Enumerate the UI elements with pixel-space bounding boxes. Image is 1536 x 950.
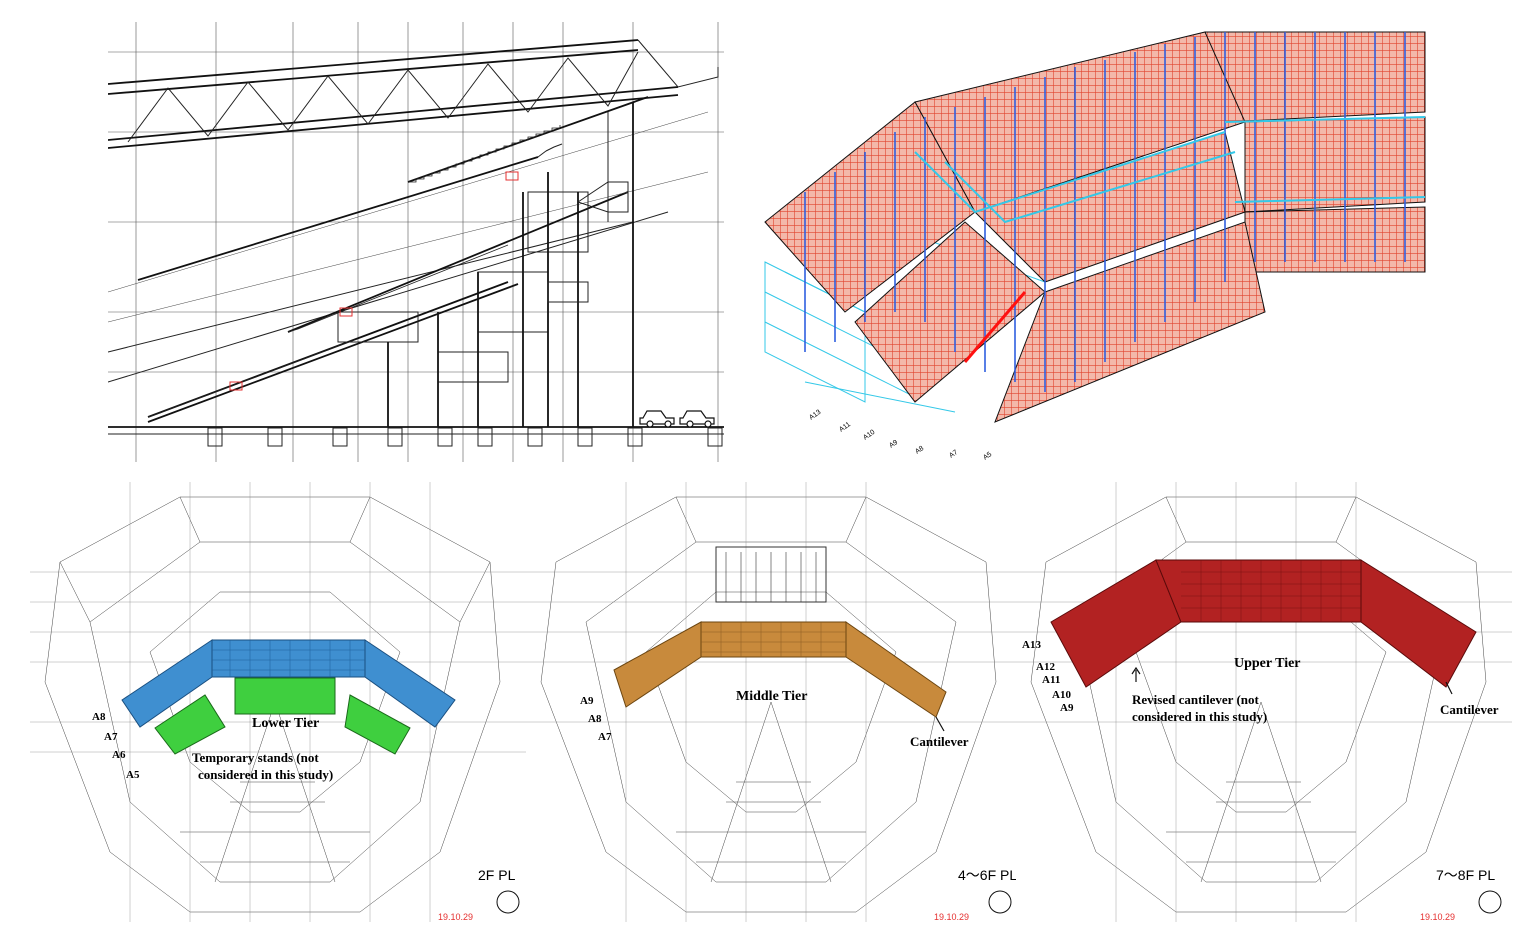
axis-label-a8: A8 xyxy=(92,711,106,723)
plan-note-line2: considered in this study) xyxy=(198,767,333,782)
section-grid xyxy=(108,22,724,462)
foundations xyxy=(207,427,723,447)
plan-note-line1: Temporary stands (not xyxy=(192,750,319,765)
plan-corner-title: 2F PL xyxy=(478,867,516,883)
lower-tier-hatch xyxy=(212,640,365,677)
middle-tier-region xyxy=(613,621,947,718)
plan-date: 19.10.29 xyxy=(1420,912,1455,922)
plan-2f: Lower Tier Temporary stands (not conside… xyxy=(30,482,526,922)
north-arrow-icon xyxy=(988,890,1012,914)
plan-corner-title: 4～6F PL xyxy=(958,867,1016,883)
section-drawing xyxy=(108,22,724,462)
revised-arrow-icon xyxy=(1131,666,1141,682)
cantilever-arrow-icon xyxy=(1445,681,1453,695)
fem-axis-label-2: A10 xyxy=(862,429,876,442)
tier-label: Upper Tier xyxy=(1234,656,1301,671)
plan-7-8f-svg: Upper Tier Revised cantilever (not consi… xyxy=(1016,482,1512,922)
fem-axis-label-1: A11 xyxy=(838,421,852,434)
axis-label-a12: A12 xyxy=(1036,661,1055,673)
section-red-markers xyxy=(229,171,519,391)
cantilever-label: Cantilever xyxy=(1440,702,1499,717)
fem-axis-label-6: A5 xyxy=(982,451,993,462)
section-drawing-svg xyxy=(108,22,724,462)
cantilever-arrow-icon xyxy=(935,716,945,732)
fem-lower-shell-2 xyxy=(994,221,1266,423)
revised-note-line1: Revised cantilever (not xyxy=(1132,692,1260,707)
plan-gridlines xyxy=(1016,482,1512,922)
temporary-stands-region xyxy=(154,677,411,755)
plan-date: 19.10.29 xyxy=(934,912,969,922)
plan-4-6f: Middle Tier Cantilever A9 A8 A7 4～6F PL … xyxy=(526,482,1016,922)
building-structure xyxy=(108,102,724,435)
plan-corner-title: 7～8F PL xyxy=(1436,867,1495,883)
plan-4-6f-svg: Middle Tier Cantilever A9 A8 A7 4～6F PL … xyxy=(526,482,1016,922)
north-arrow-icon xyxy=(496,890,520,914)
plan-outline xyxy=(540,496,997,913)
axis-label-a11: A11 xyxy=(1042,674,1060,686)
axis-label-a9: A9 xyxy=(580,695,594,707)
middle-tier-hatch xyxy=(701,622,846,657)
axis-label-a5: A5 xyxy=(126,769,140,781)
fem-axis-label-5: A7 xyxy=(948,449,959,460)
axis-label-a13: A13 xyxy=(1022,639,1041,651)
tier-label: Lower Tier xyxy=(252,716,319,731)
plan-date: 19.10.29 xyxy=(438,912,473,922)
revised-note-line2: considered in this study) xyxy=(1132,709,1267,724)
fem-bracing xyxy=(914,116,1426,224)
plan-2f-svg: Lower Tier Temporary stands (not conside… xyxy=(30,482,526,922)
car-icon xyxy=(639,410,715,428)
axis-label-a7: A7 xyxy=(598,731,612,743)
fem-axis-label-3: A9 xyxy=(888,439,899,450)
axis-label-a8: A8 xyxy=(588,713,602,725)
fem-columns xyxy=(804,32,1406,392)
plan-gridlines xyxy=(526,482,1016,922)
upper-tier-region xyxy=(1050,559,1477,688)
axis-label-a10: A10 xyxy=(1052,689,1071,701)
roof-truss xyxy=(108,39,719,149)
fem-model: A13 A11 A10 A9 A8 A7 A5 xyxy=(745,22,1435,462)
facade-columns xyxy=(725,552,817,602)
fem-axis-label-4: A8 xyxy=(914,445,925,456)
plan-outline xyxy=(44,496,501,913)
axis-label-a7: A7 xyxy=(104,731,118,743)
upper-tier-hatch xyxy=(1181,560,1361,622)
seat-steps xyxy=(147,125,561,418)
fem-highlight-member xyxy=(963,291,1027,363)
tier-label: Middle Tier xyxy=(736,689,807,704)
fem-upper-shell-right-3 xyxy=(1244,206,1426,273)
north-arrow-icon xyxy=(1478,890,1502,914)
cantilever-label: Cantilever xyxy=(910,734,969,749)
axis-label-a6: A6 xyxy=(112,749,126,761)
fem-model-svg: A13 A11 A10 A9 A8 A7 A5 xyxy=(764,31,1426,462)
axis-label-a9: A9 xyxy=(1060,702,1074,714)
fem-axis-label-0: A13 xyxy=(808,409,822,422)
plan-7-8f: Upper Tier Revised cantilever (not consi… xyxy=(1016,482,1512,922)
fem-axis-labels: A13 A11 A10 A9 A8 A7 A5 xyxy=(808,409,993,462)
lower-tier-region xyxy=(121,639,456,728)
stand-rakers xyxy=(108,96,709,423)
